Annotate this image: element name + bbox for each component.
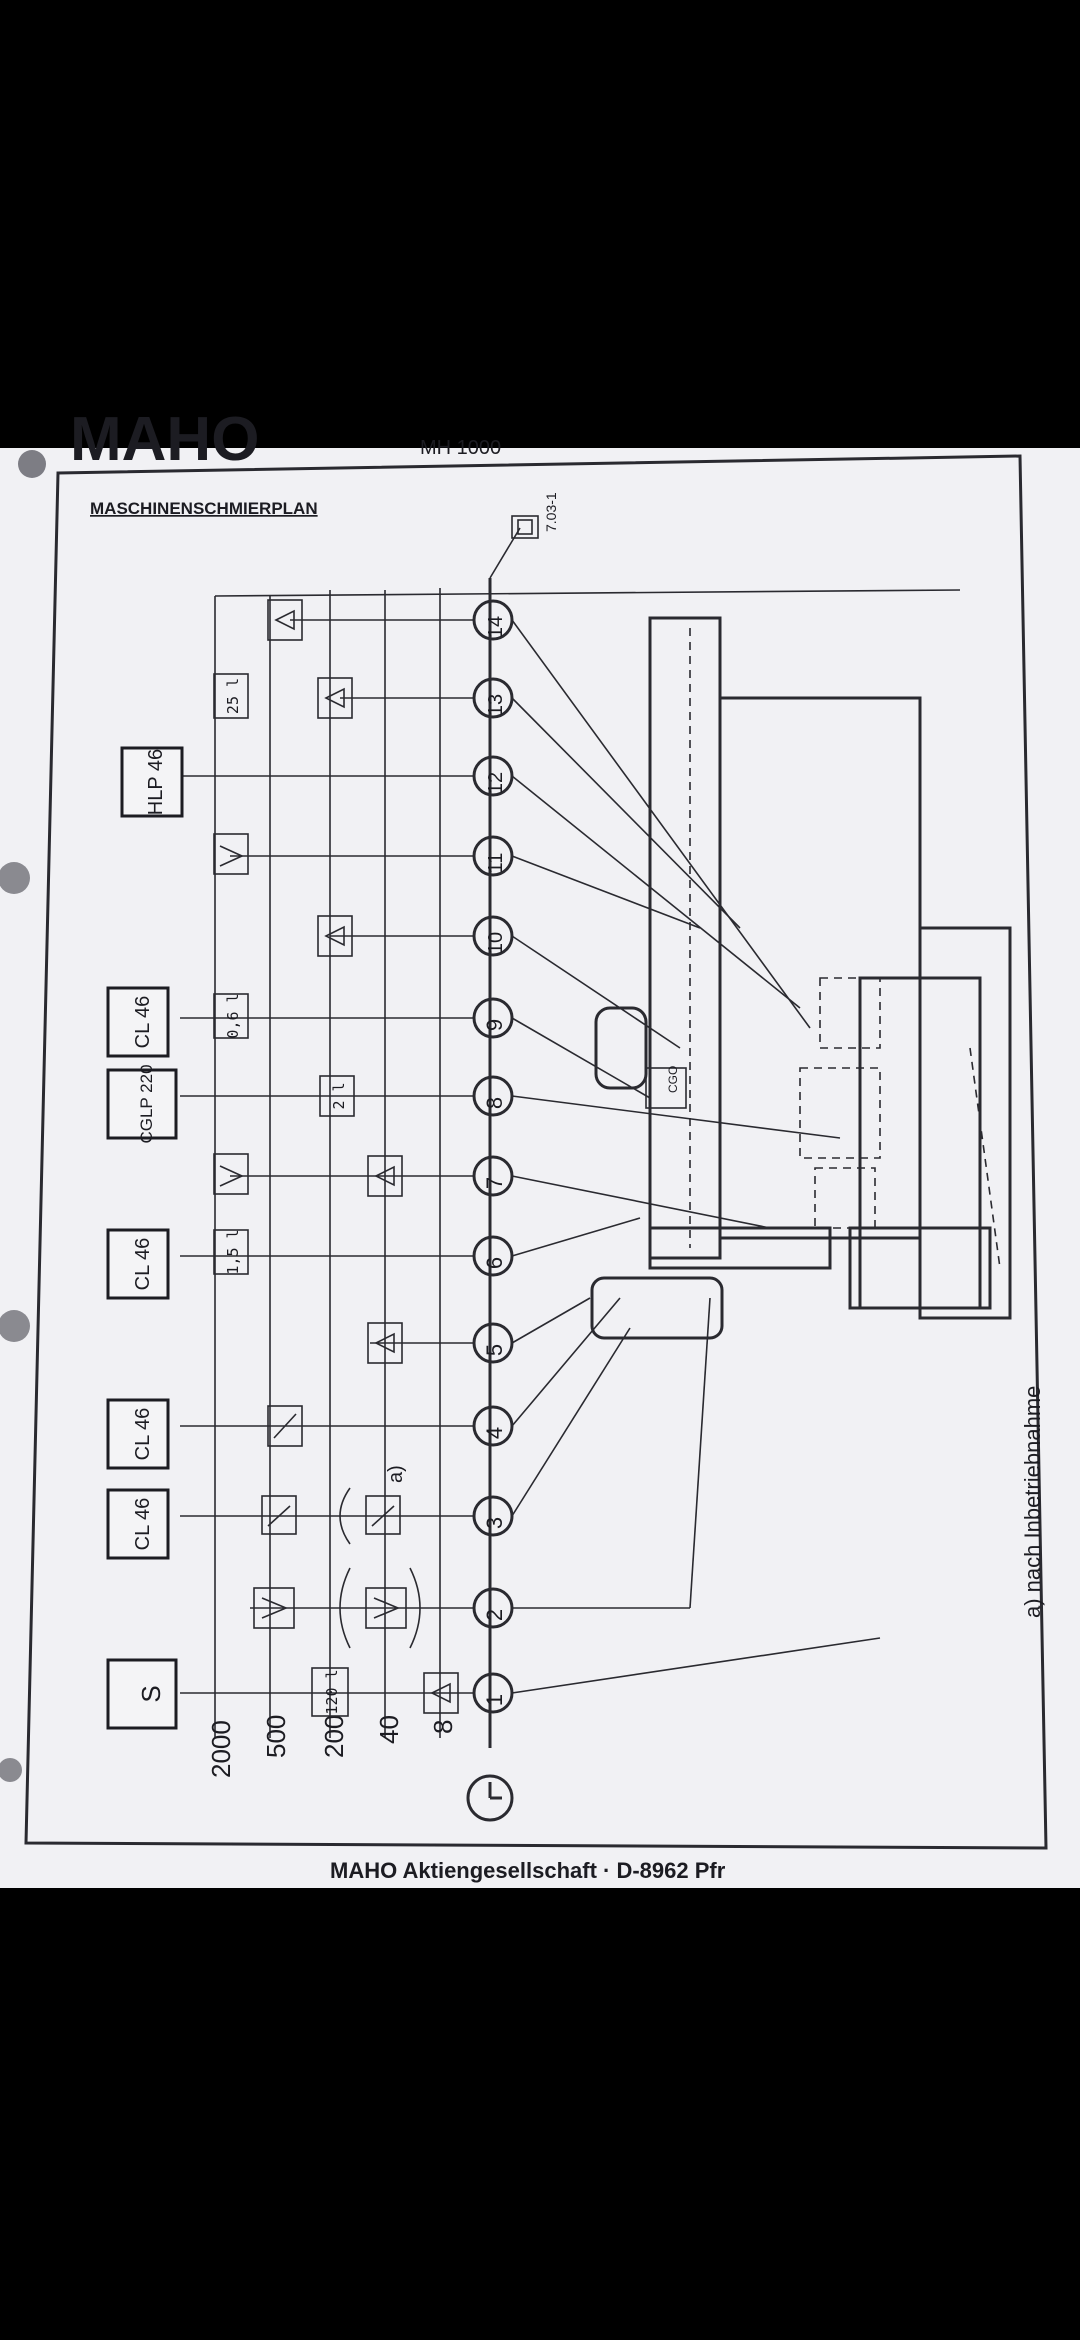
oil-can-icon [267,1405,303,1447]
svg-text:CL 46: CL 46 [132,1238,154,1291]
binder-hole [0,1310,30,1342]
grease-gun-icon [261,1495,297,1535]
lubricant-box-cglp220: CGLP 220 [106,1064,178,1144]
lubricant-box-cl46: CL 46 [106,986,170,1058]
point-label: 14 [485,616,507,638]
ref-code: 7.03-1 [543,492,559,532]
svg-text:S: S [136,1685,166,1702]
footer-publisher: MAHO Aktiengesellschaft · D-8962 Pfr [330,1858,726,1883]
point-label: 12 [485,772,507,794]
lubricant-box-s: S [106,1658,178,1730]
header-code: MH 1000 [420,437,501,459]
oil-fill-icon [253,1587,295,1629]
point-label: 3 [482,1517,507,1529]
binder-hole [0,1758,22,1782]
brand-logo: MAHO [70,405,259,474]
point-label: 10 [485,932,507,954]
interval-label: 500 [261,1715,291,1758]
point-label: 6 [482,1257,507,1269]
svg-text:CL 46: CL 46 [132,996,154,1049]
level-check-icon [367,1322,403,1364]
lubricant-box-cl46: CL 46 [106,1398,170,1470]
grease-gun-icon [365,1495,401,1535]
svg-text:CL 46: CL 46 [132,1408,154,1461]
point-label: 9 [482,1019,507,1031]
svg-text:CGLP 220: CGLP 220 [137,1064,156,1143]
svg-text:CL 46: CL 46 [132,1498,154,1551]
svg-text:HLP 46: HLP 46 [145,749,167,815]
quantity-label: 0,6 l [224,993,242,1038]
lubricant-box-cl46: CL 46 [106,1228,170,1300]
point-label: 1 [482,1694,507,1706]
point-label: 4 [482,1427,507,1439]
scanned-page-photo: MAHO MH 1000 MASCHINENSCHMIERPLAN 2000 5… [0,405,1080,1888]
quantity-label: 2 l [330,1082,348,1109]
container-icon: 1,5 l [213,1229,249,1275]
container-icon: 2 l [319,1075,355,1117]
caption: a) nach Inbetriebnahme [1020,1386,1045,1618]
machine-drawing: CGO [590,616,1012,1340]
lubricant-box-hlp46: HLP 46 [120,746,184,818]
binder-hole [18,450,46,478]
oil-drain-icon [213,1153,249,1195]
interval-label: 200 [319,1715,349,1758]
quantity-label: 25 l [224,678,242,714]
clock-icon [466,1774,514,1822]
container-icon: 0,6 l [213,993,249,1039]
level-check-icon [317,915,353,957]
lubricant-box-cl46: CL 46 [106,1488,170,1560]
container-icon: 120 l [311,1667,349,1717]
point-label: 5 [482,1344,507,1356]
point-label: 11 [485,853,507,874]
point-label: 8 [482,1097,507,1109]
interval-label: 2000 [206,1720,236,1778]
level-check-icon [423,1672,459,1714]
svg-text:CGO: CGO [666,1066,680,1093]
point-label: 7 [482,1177,507,1189]
interval-label: 40 [374,1715,404,1744]
quantity-label: 1,5 l [224,1229,242,1274]
oil-fill-icon [365,1587,407,1629]
page-title: MASCHINENSCHMIERPLAN [90,499,318,518]
filter-icon [511,515,539,539]
container-icon: 25 l [213,673,249,719]
binder-hole [0,862,30,894]
level-check-icon [367,1155,403,1197]
interval-label: 8 [428,1720,458,1734]
footnote-marker: a) [385,1465,407,1483]
point-label: 13 [485,694,507,716]
level-check-icon [267,599,303,641]
oil-drain-icon [213,833,249,875]
point-label: 2 [482,1609,507,1621]
quantity-label: 120 l [323,1669,341,1714]
level-check-icon [317,677,353,719]
